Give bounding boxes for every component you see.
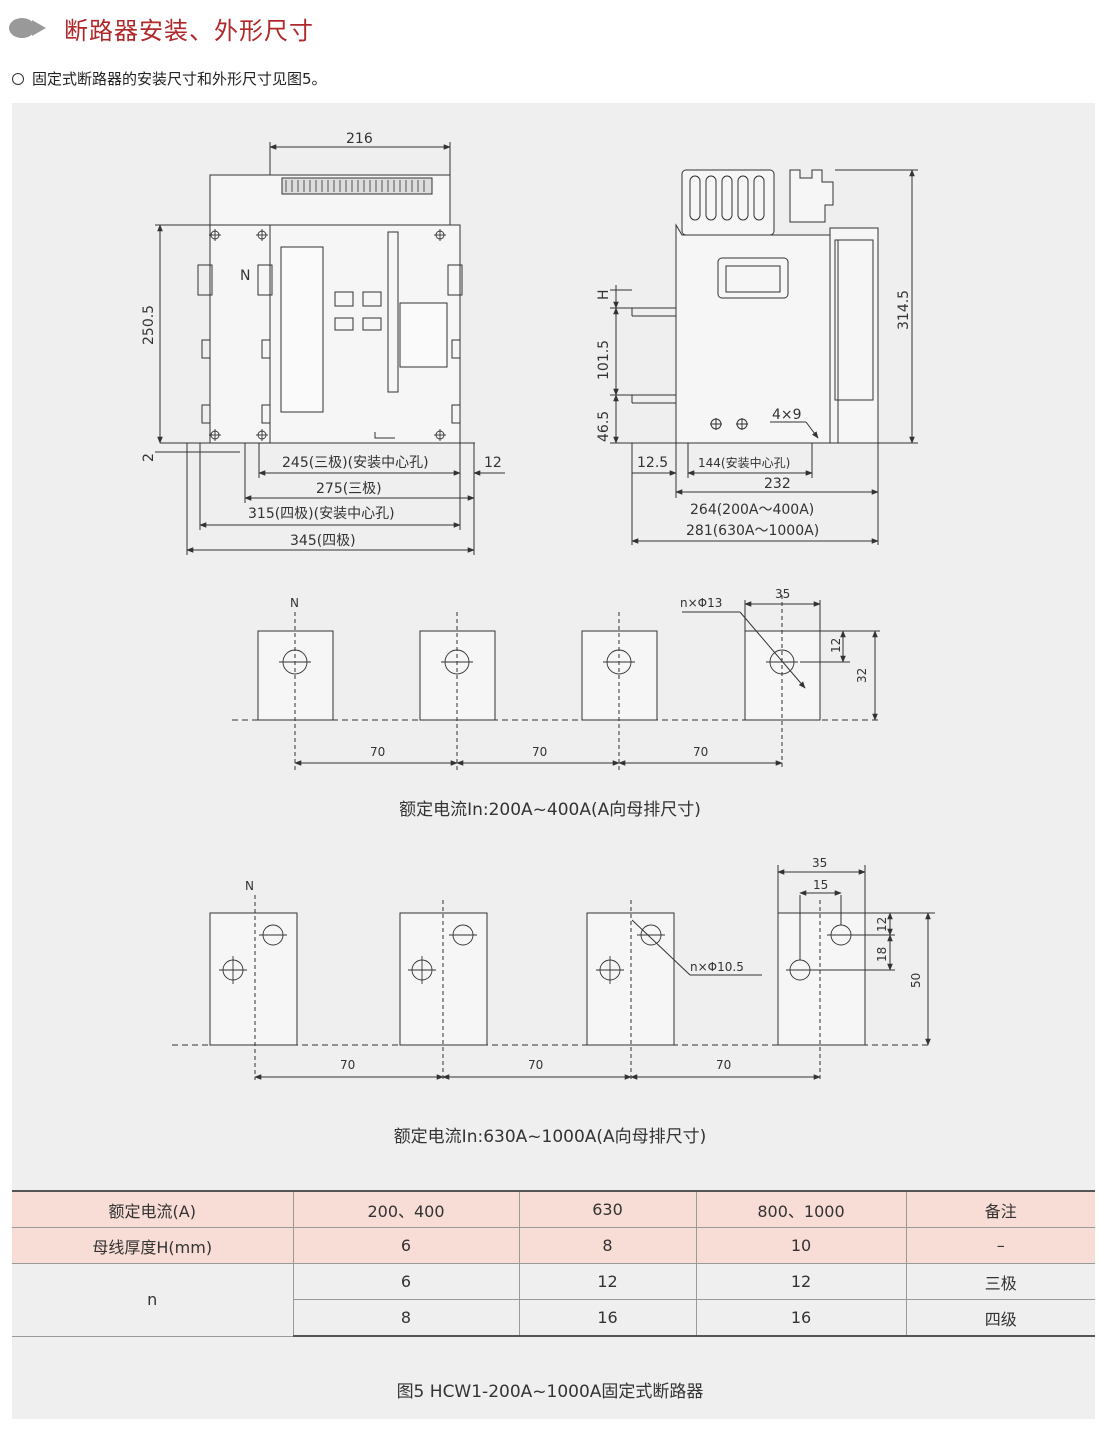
hole-13-label: n×Φ13 — [680, 596, 722, 610]
table-cell: 10 — [695, 1227, 907, 1264]
pitch-b-2: 70 — [528, 1058, 543, 1072]
table-cell: 16 — [518, 1299, 697, 1337]
pitch-a-1: 70 — [370, 745, 385, 759]
front-view-labels: 216 N 250.5 2 245(三极)(安装中心孔) 12 275(三极) … — [141, 131, 502, 549]
table-cell: 16 — [695, 1299, 907, 1337]
dim-35-b: 35 — [812, 856, 827, 870]
page-title: 断路器安装、外形尺寸 — [64, 16, 314, 45]
busbar-a-caption: 额定电流In:200A~400A(A向母排尺寸) — [399, 800, 701, 820]
dim-35-a: 35 — [775, 587, 790, 601]
pitch-a-2: 70 — [532, 745, 547, 759]
dim-32-a: 32 — [855, 668, 869, 683]
dim-18-b: 18 — [875, 947, 889, 962]
dim-281: 281(630A～1000A) — [686, 523, 819, 539]
dim-12-b: 12 — [875, 917, 889, 932]
dim-12-5: 12.5 — [637, 455, 668, 471]
table-cell: 母线厚度H(mm) — [12, 1227, 294, 1264]
table-cell: 12 — [518, 1263, 697, 1300]
pitch-a-3: 70 — [693, 745, 708, 759]
table-header-row: 额定电流(A) 200、400 630 800、1000 备注 — [12, 1190, 1095, 1228]
figure-caption: 图5 HCW1-200A~1000A固定式断路器 — [396, 1382, 704, 1402]
dim-50-b: 50 — [909, 973, 923, 988]
bullet-icon — [9, 18, 46, 38]
table-cell: 四级 — [905, 1299, 1095, 1337]
table-row: 8 16 16 四级 — [12, 1299, 1095, 1337]
dim-250-5: 250.5 — [141, 305, 157, 345]
side-view — [610, 169, 918, 545]
dim-216: 216 — [346, 131, 373, 147]
dim-46-5: 46.5 — [596, 411, 612, 442]
table-row: n 6 12 12 三极 — [12, 1263, 1095, 1337]
intro-label: 固定式断路器的安装尺寸和外形尺寸见图5。 — [32, 70, 327, 88]
intro-text: 固定式断路器的安装尺寸和外形尺寸见图5。 — [12, 68, 327, 89]
spec-table: 额定电流(A) 200、400 630 800、1000 备注 母线厚度H(mm… — [12, 1190, 1095, 1337]
table-cell: n — [12, 1263, 294, 1337]
side-view-labels: 314.5 H 101.5 46.5 4×9 12.5 144(安装中心孔) 2… — [596, 289, 912, 539]
table-cell: 800、1000 — [695, 1190, 907, 1228]
hole-4x9-label: 4×9 — [772, 407, 802, 423]
dim-144: 144(安装中心孔) — [698, 455, 790, 470]
busbar-a-labels: N n×Φ13 35 12 32 70 70 70 — [290, 587, 869, 759]
pitch-b-3: 70 — [716, 1058, 731, 1072]
dim-h: H — [596, 289, 612, 300]
technical-drawing: 216 N 250.5 2 245(三极)(安装中心孔) 12 275(三极) … — [141, 131, 935, 1080]
dim-232: 232 — [764, 476, 791, 492]
circle-bullet-icon — [12, 72, 24, 85]
dim-345: 345(四极) — [290, 533, 356, 549]
dim-314-5: 314.5 — [896, 290, 912, 330]
dim-2: 2 — [141, 453, 157, 462]
table-cell: 12 — [695, 1263, 907, 1300]
n-pole-label: N — [240, 268, 250, 284]
hole-10-5-label: n×Φ10.5 — [690, 960, 744, 974]
table-row: 母线厚度H(mm) 6 8 10 – — [12, 1227, 1095, 1264]
front-view — [155, 142, 505, 555]
n-label-a: N — [290, 596, 299, 610]
busbar-b-caption: 额定电流In:630A~1000A(A向母排尺寸) — [393, 1127, 707, 1147]
dim-275: 275(三极) — [316, 481, 382, 497]
table-cell: 额定电流(A) — [12, 1190, 294, 1228]
dim-315: 315(四极)(安装中心孔) — [248, 506, 395, 522]
table-cell: 8 — [518, 1227, 697, 1264]
n-label-b: N — [245, 879, 254, 893]
table-cell: 备注 — [905, 1190, 1095, 1228]
dim-15-b: 15 — [813, 878, 828, 892]
dim-101-5: 101.5 — [596, 340, 612, 380]
busbar-a — [232, 595, 880, 770]
dim-245: 245(三极)(安装中心孔) — [282, 455, 429, 471]
busbar-b — [172, 865, 935, 1080]
busbar-b-labels: N 35 15 12 18 50 n×Φ10.5 70 70 70 — [245, 856, 923, 1072]
table-cell: 6 — [292, 1263, 520, 1300]
table-cell: – — [905, 1227, 1095, 1264]
table-cell: 630 — [518, 1190, 697, 1228]
table-cell: 200、400 — [292, 1190, 520, 1228]
table-cell: 6 — [292, 1227, 520, 1264]
pitch-b-1: 70 — [340, 1058, 355, 1072]
table-cell: 8 — [293, 1299, 520, 1337]
dim-12: 12 — [484, 455, 502, 471]
dim-264: 264(200A～400A) — [690, 502, 814, 518]
dim-12-a: 12 — [829, 638, 843, 653]
section-header: 断路器安装、外形尺寸 — [8, 10, 314, 46]
table-cell: 三极 — [905, 1263, 1095, 1300]
